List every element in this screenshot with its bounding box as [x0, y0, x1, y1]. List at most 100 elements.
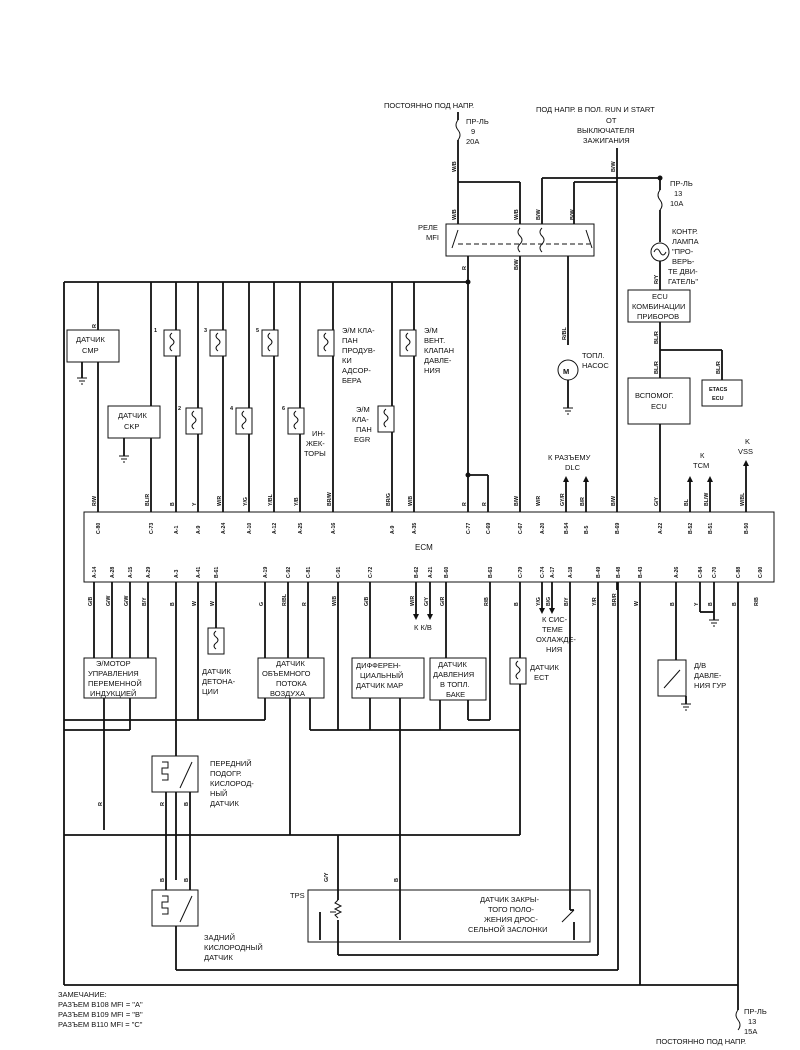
ecm-top-wire-color-label: BL/W: [704, 493, 710, 506]
fuse13b-l3: 15A: [744, 1027, 757, 1036]
aux-l1: ВСПОМОГ.: [635, 391, 674, 400]
ect-sensor-icon: [509, 657, 527, 685]
svg-text:G/Y: G/Y: [324, 872, 330, 882]
ecm-top-wire-color-label: B/R: [580, 497, 586, 506]
ecm-top-pin-label: A-16: [331, 523, 337, 534]
ecm-bottom-pin-label: A-18: [568, 567, 574, 578]
tank-l4: БАКЕ: [446, 690, 465, 699]
svg-text:W/B: W/B: [452, 209, 458, 220]
ecm-top-pin-label: A-12: [272, 523, 278, 534]
ecm-top-wire-color-label: Y: [192, 502, 198, 506]
injector-1-icon: [163, 329, 181, 357]
fo2-l3: КИСЛОРОД-: [210, 779, 254, 788]
dlc-l1: К РАЗЪЕМУ: [548, 453, 591, 462]
ecm-label: ECM: [415, 543, 433, 552]
main-relay-box: [445, 223, 595, 257]
ecm-top-pin-label: A-20: [540, 523, 546, 534]
ecm-top-wire-color-label: R/W: [92, 496, 98, 506]
cluster-l2: КОМБИНАЦИИ: [632, 302, 685, 311]
svg-text:R: R: [462, 266, 468, 270]
ect-l2: ECT: [534, 673, 549, 682]
vent-solenoid-icon: [399, 329, 417, 357]
ecm-bottom-pin-label: C-91: [336, 567, 342, 578]
ecm-bottom-pin-label: B-43: [638, 567, 644, 578]
hot-at-all-times-b-label: ПОСТОЯННО ПОД НАПР.: [656, 1037, 746, 1046]
svg-text:B/W: B/W: [536, 209, 542, 221]
ecm-bottom-pin-label: C-74: [540, 567, 546, 578]
ecm-top-wire-color-label: BL/R: [145, 494, 151, 506]
ecm-top-pin-label: B-5: [584, 526, 590, 534]
ecm-bottom-wire-color-label: G/B: [364, 597, 370, 606]
vss-l1: K: [745, 437, 750, 446]
ckp-l1: ДАТЧИК: [118, 411, 147, 420]
inj-l2: ЖЕК-: [306, 439, 325, 448]
ecm-top-wire-color-label: R: [482, 502, 488, 506]
purge-l3: ПРОДУВ-: [342, 346, 376, 355]
relay-l1: РЕЛЕ: [418, 223, 438, 232]
cmp-l2: CMP: [82, 346, 99, 355]
egr-l3: ПАН: [356, 425, 372, 434]
ctp-l4: СЕЛЬНОЙ ЗАСЛОНКИ: [468, 925, 547, 934]
svg-text:6: 6: [282, 406, 285, 412]
cooling-l2: ТЕМЕ: [542, 625, 563, 634]
tcm-l2: TCM: [693, 461, 709, 470]
maf-l3: ПОТОКА: [276, 679, 307, 688]
ecm-bottom-wire-color-label: G/W: [124, 596, 130, 606]
ecm-bottom-wire-color-label: Y/R: [592, 597, 598, 606]
injector-3-icon: [209, 329, 227, 357]
ecm-bottom-pin-label: A-3: [174, 570, 180, 578]
ecm-bottom-wire-color-label: W/R: [410, 596, 416, 606]
ecm-top-pin-label: B-54: [564, 523, 570, 534]
svg-text:BL/R: BL/R: [654, 361, 660, 374]
ecm-top-pin-label: C-73: [149, 523, 155, 534]
fuse13b-l1: ПР-ЛЬ: [744, 1007, 767, 1016]
ecm-top-wire-color-label: B/W: [514, 496, 520, 506]
cmp-sensor-box: [66, 329, 120, 363]
map-l1: ДИФФЕРЕН-: [356, 661, 401, 670]
svg-text:3: 3: [204, 328, 207, 334]
ecm-top-wire-color-label: BR/W: [327, 492, 333, 506]
fuse13a-l3: 10A: [670, 199, 683, 208]
ecm-top-pin-label: C-80: [96, 523, 102, 534]
svg-text:R/BL: R/BL: [562, 327, 568, 340]
map-l3: ДАТЧИК MAP: [356, 681, 403, 690]
knock-sensor-icon: [207, 627, 225, 655]
ecm-bottom-pin-label: B-62: [414, 567, 420, 578]
ecm-bottom-wire-color-label: B/Y: [564, 597, 570, 606]
ecm-bottom-pin-label: A-21: [428, 567, 434, 578]
ecm-top-wire-color-label: W/R: [217, 496, 223, 506]
vi-l2: УПРАВЛЕНИЯ: [88, 669, 139, 678]
cooling-l1: К СИС-: [542, 615, 568, 624]
ro2-l1: ЗАДНИЙ: [204, 933, 235, 942]
purge-l1: Э/М КЛА-: [342, 326, 375, 335]
cluster-l3: ПРИБОРОВ: [637, 312, 679, 321]
svg-text:B: B: [184, 878, 190, 882]
purge-solenoid-icon: [317, 329, 335, 357]
ecm-bottom-pin-label: C-79: [518, 567, 524, 578]
ecm-top-pin-label: A-10: [247, 523, 253, 534]
from-ign-l3: ЗАЖИГАНИЯ: [583, 136, 630, 145]
ecm-bottom-wire-color-label: B: [708, 602, 714, 606]
ecm-bottom-pin-label: A-14: [92, 567, 98, 578]
ecm-bottom-wire-color-label: B: [514, 602, 520, 606]
knock-l3: ЦИИ: [202, 687, 218, 696]
ecm-bottom-pins: A-14G/BA-28G/WA-15G/WA-29B/YA-3BA-41WB-6…: [88, 567, 764, 606]
egr-solenoid-icon: [377, 405, 395, 433]
svg-text:R/Y: R/Y: [654, 275, 660, 285]
svg-text:BL/R: BL/R: [716, 361, 722, 374]
ecm-top-pin-label: B-69: [615, 523, 621, 534]
ecm-bottom-wire-color-label: G/W: [106, 596, 112, 606]
svg-text:B: B: [394, 878, 400, 882]
purge-l5: АДСОР-: [342, 366, 371, 375]
ecm-top-wire-color-label: Y/G: [243, 497, 249, 506]
mil-l5: ТЕ ДВИ-: [668, 267, 698, 276]
inj-l3: ТОРЫ: [304, 449, 326, 458]
ecm-bottom-pin-label: A-29: [146, 567, 152, 578]
vi-l3: ПЕРЕМЕННОЙ: [88, 679, 142, 688]
svg-text:R: R: [92, 324, 98, 328]
ecm-bottom-wire-color-label: R/B: [484, 597, 490, 606]
ecm-bottom-pin-label: B-61: [214, 567, 220, 578]
ecm-top-pin-label: B-52: [688, 523, 694, 534]
tps-label: TPS: [290, 891, 305, 900]
ecm-bottom-pin-label: A-41: [196, 567, 202, 578]
